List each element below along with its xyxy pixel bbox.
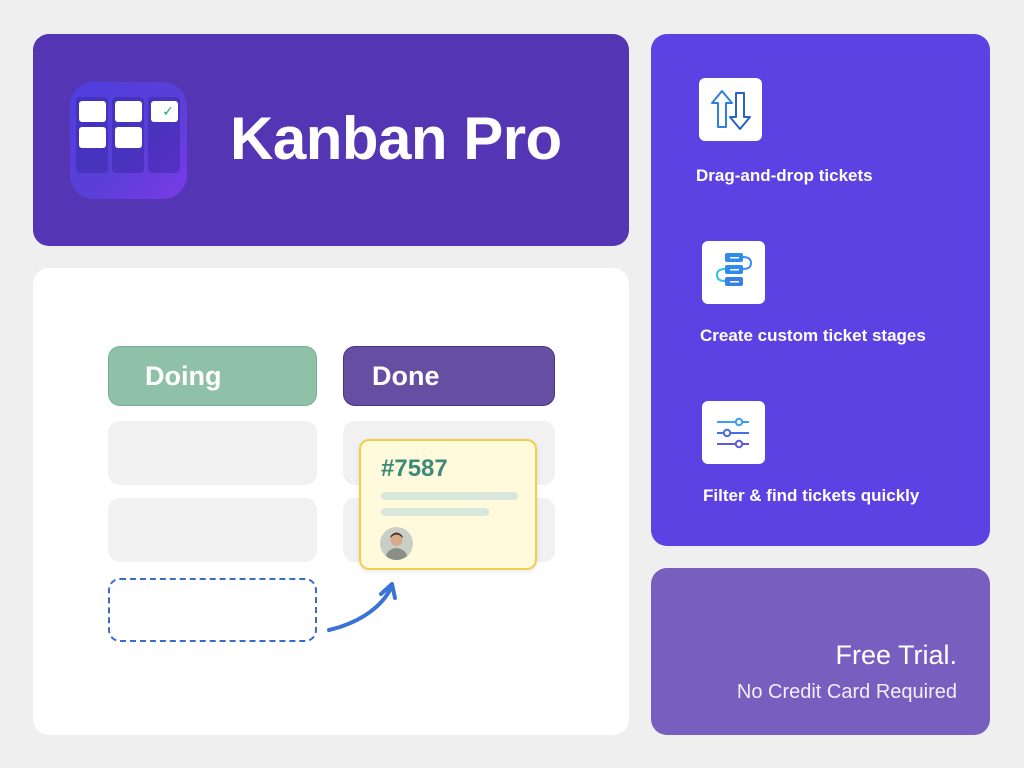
avatar: [380, 527, 413, 560]
feature-label: Filter & find tickets quickly: [703, 486, 920, 505]
ticket-card[interactable]: #7587: [359, 439, 537, 570]
lane-header-done: Done: [343, 346, 555, 406]
icon-column: [76, 97, 108, 173]
icon-column: ✓: [148, 97, 180, 173]
check-icon: ✓: [162, 103, 174, 119]
icon-card: [115, 127, 142, 148]
feature-label: Drag-and-drop tickets: [696, 166, 873, 185]
features-panel: Drag-and-drop tickets Create custom tick…: [651, 34, 990, 546]
icon-card: [79, 101, 106, 122]
feature-label: Create custom ticket stages: [700, 326, 926, 345]
ticket-text-line: [381, 508, 489, 516]
header-banner: ✓ Kanban Pro: [33, 34, 629, 246]
workflow-stages-icon: [702, 241, 765, 304]
ticket-id: #7587: [381, 455, 448, 482]
curved-arrow-icon: [327, 582, 397, 632]
swap-vertical-arrows-icon: [699, 78, 762, 141]
trial-title: Free Trial.: [835, 640, 957, 670]
card-slot: [108, 498, 317, 562]
icon-card-done: ✓: [151, 101, 178, 122]
icon-column: [112, 97, 144, 173]
kanban-app-icon: ✓: [70, 82, 187, 199]
filter-sliders-icon: [702, 401, 765, 464]
drop-zone-placeholder: [108, 578, 317, 642]
free-trial-panel[interactable]: Free Trial. No Credit Card Required: [651, 568, 990, 735]
lane-header-doing: Doing: [108, 346, 317, 406]
icon-card: [79, 127, 106, 148]
card-slot: [108, 421, 317, 485]
trial-subtitle: No Credit Card Required: [736, 681, 957, 703]
kanban-board-illustration: Doing Done #7587: [33, 268, 629, 735]
person-icon: [385, 532, 408, 560]
icon-card: [115, 101, 142, 122]
ticket-text-line: [381, 492, 518, 500]
app-title: Kanban Pro: [230, 105, 562, 172]
